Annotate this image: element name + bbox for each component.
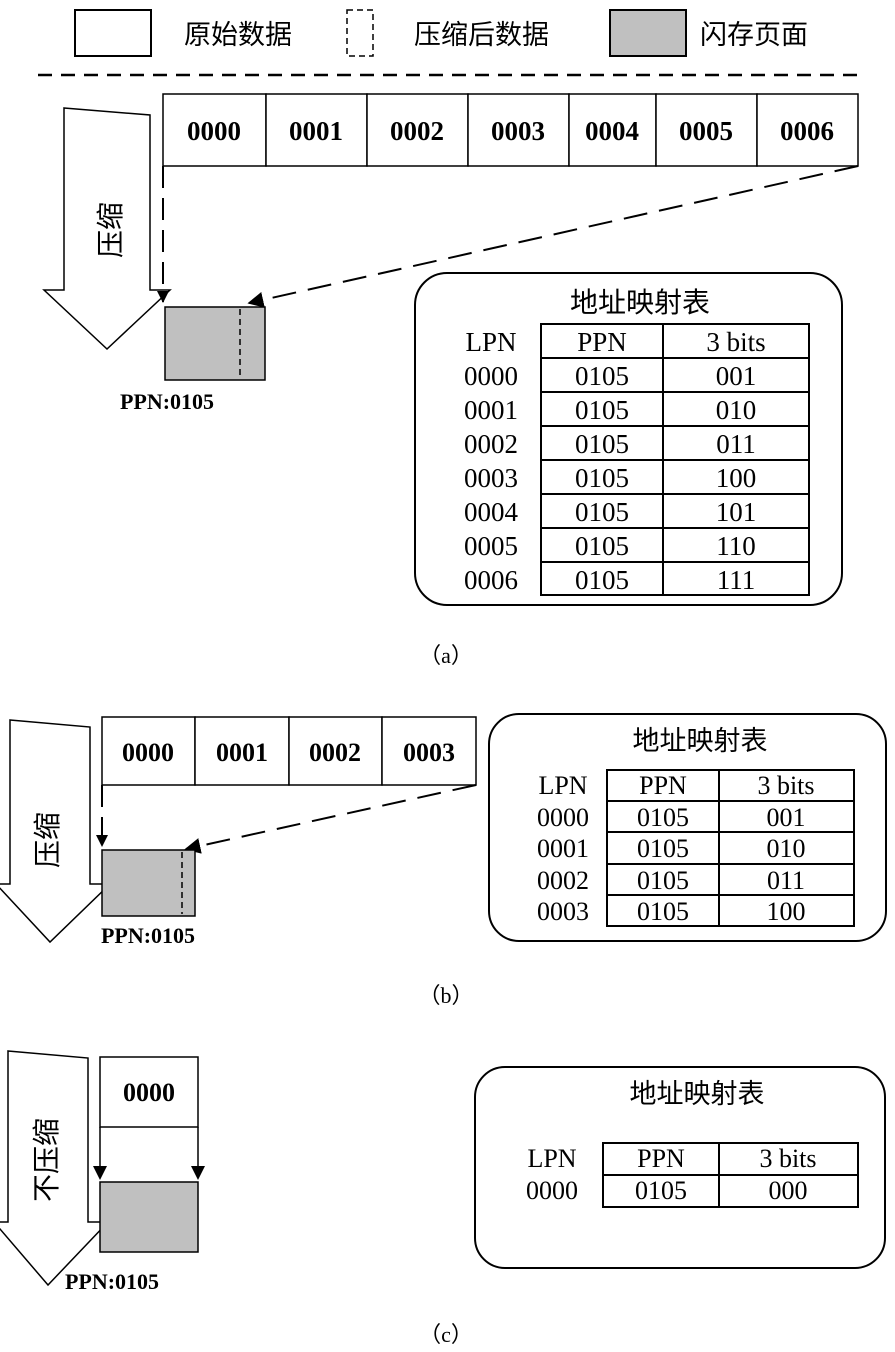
panel-a-blocks: 0000 0001 0002 0003 0004 0005 0006 [163, 94, 858, 166]
data-block-label: 0001 [216, 738, 268, 767]
table-cell-ppn: 0105 [637, 803, 689, 832]
table-cell-lpn: 0000 [537, 803, 589, 832]
column-header-lpn: LPN [538, 771, 587, 800]
table-cell-bits: 111 [717, 565, 756, 595]
data-block-label: 0003 [403, 738, 455, 767]
table-cell-ppn: 0105 [575, 565, 629, 595]
mapping-table-a: 地址映射表 LPN PPN 3 bits 0000 0105 001 0001 … [415, 273, 842, 605]
table-cell-lpn: 0002 [537, 866, 589, 895]
table-cell-bits: 011 [767, 866, 805, 895]
table-cell-lpn: 0005 [464, 531, 518, 561]
data-block-label: 0004 [585, 116, 639, 146]
data-block-label: 0002 [390, 116, 444, 146]
data-block-label: 0000 [123, 1078, 175, 1107]
data-block-label: 0006 [780, 116, 834, 146]
table-cell-lpn: 0003 [464, 463, 518, 493]
data-block-label: 0002 [309, 738, 361, 767]
flash-page-label: PPN:0105 [65, 1269, 159, 1294]
table-cell-lpn: 0000 [464, 361, 518, 391]
panel-a: 压缩 0000 0001 0002 0003 0004 0005 0006 PP… [44, 94, 858, 668]
table-cell-bits: 011 [716, 429, 756, 459]
table-cell-lpn: 0001 [537, 834, 589, 863]
table-cell-ppn: 0105 [575, 463, 629, 493]
data-block-label: 0005 [679, 116, 733, 146]
legend-original-swatch [75, 10, 151, 56]
column-header-ppn: PPN [637, 1144, 685, 1173]
flash-page-label: PPN:0105 [101, 923, 195, 948]
table-cell-bits: 001 [767, 803, 806, 832]
table-cell-lpn: 0006 [464, 565, 518, 595]
table-cell-bits: 101 [716, 497, 757, 527]
panel-c-blocks: 0000 [100, 1057, 198, 1127]
table-cell-bits: 110 [716, 531, 756, 561]
data-block-label: 0001 [289, 116, 343, 146]
table-cell-lpn: 0004 [464, 497, 519, 527]
column-header-lpn: LPN [527, 1144, 576, 1173]
table-cell-bits: 100 [767, 897, 806, 926]
table-cell-ppn: 0105 [637, 897, 689, 926]
mapping-table-title: 地址映射表 [630, 1079, 765, 1109]
legend-compressed-label: 压缩后数据 [414, 20, 549, 50]
table-cell-ppn: 0105 [575, 531, 629, 561]
legend-original-label: 原始数据 [184, 20, 292, 50]
panel-c-arrow-label: 不压缩 [31, 1118, 63, 1202]
compress-guide-diagonal [186, 785, 476, 849]
data-block-label: 0000 [187, 116, 241, 146]
column-header-bits: 3 bits [759, 1144, 816, 1173]
compress-marker [191, 1166, 205, 1180]
panel-a-caption: （a） [419, 643, 473, 668]
mapping-table-c: 地址映射表 LPN PPN 3 bits 0000 0105 000 [475, 1067, 885, 1268]
panel-b: 压缩 0000 0001 0002 0003 PPN:0105 地址映射表 LP… [0, 714, 886, 1008]
mapping-table-title: 地址映射表 [570, 287, 710, 319]
flash-page [100, 1182, 198, 1252]
column-header-bits: 3 bits [757, 771, 814, 800]
table-cell-ppn: 0105 [575, 497, 629, 527]
table-cell-ppn: 0105 [635, 1176, 687, 1205]
panel-b-arrow-label: 压缩 [32, 812, 64, 868]
panel-b-blocks: 0000 0001 0002 0003 [102, 717, 476, 785]
panel-b-caption: （b） [418, 983, 473, 1008]
column-header-ppn: PPN [639, 771, 687, 800]
table-cell-bits: 010 [767, 834, 806, 863]
table-cell-bits: 010 [716, 395, 757, 425]
table-cell-ppn: 0105 [575, 361, 629, 391]
table-cell-ppn: 0105 [575, 395, 629, 425]
column-header-bits: 3 bits [706, 327, 765, 357]
panel-c-caption: （c） [419, 1322, 473, 1347]
legend-flash-page-swatch [610, 10, 686, 56]
mapping-table-b: 地址映射表 LPN PPN 3 bits 0000 0105 001 0001 … [489, 714, 886, 941]
table-cell-ppn: 0105 [575, 429, 629, 459]
data-block-label: 0000 [122, 738, 174, 767]
flash-page [102, 850, 195, 916]
data-block-label: 0003 [491, 116, 545, 146]
panel-c: 不压缩 0000 PPN:0105 地址映射表 LPN PPN 3 bits 0… [0, 1051, 885, 1347]
flash-page [165, 307, 265, 380]
table-cell-bits: 100 [716, 463, 757, 493]
table-cell-lpn: 0001 [464, 395, 518, 425]
compress-marker [93, 1166, 107, 1180]
flash-page-label: PPN:0105 [120, 389, 214, 414]
mapping-table-title: 地址映射表 [633, 726, 768, 756]
panel-a-arrow-label: 压缩 [95, 202, 127, 258]
legend: 原始数据 压缩后数据 闪存页面 [75, 10, 808, 56]
column-header-ppn: PPN [577, 327, 627, 357]
table-cell-ppn: 0105 [637, 834, 689, 863]
table-cell-bits: 001 [716, 361, 757, 391]
table-cell-lpn: 0000 [526, 1176, 578, 1205]
legend-compressed-swatch [347, 10, 373, 56]
table-cell-lpn: 0002 [464, 429, 518, 459]
legend-flash-page-label: 闪存页面 [700, 20, 808, 50]
table-cell-lpn: 0003 [537, 897, 589, 926]
table-cell-bits: 000 [769, 1176, 808, 1205]
column-header-lpn: LPN [465, 327, 516, 357]
compress-marker [96, 835, 108, 847]
table-cell-ppn: 0105 [637, 866, 689, 895]
